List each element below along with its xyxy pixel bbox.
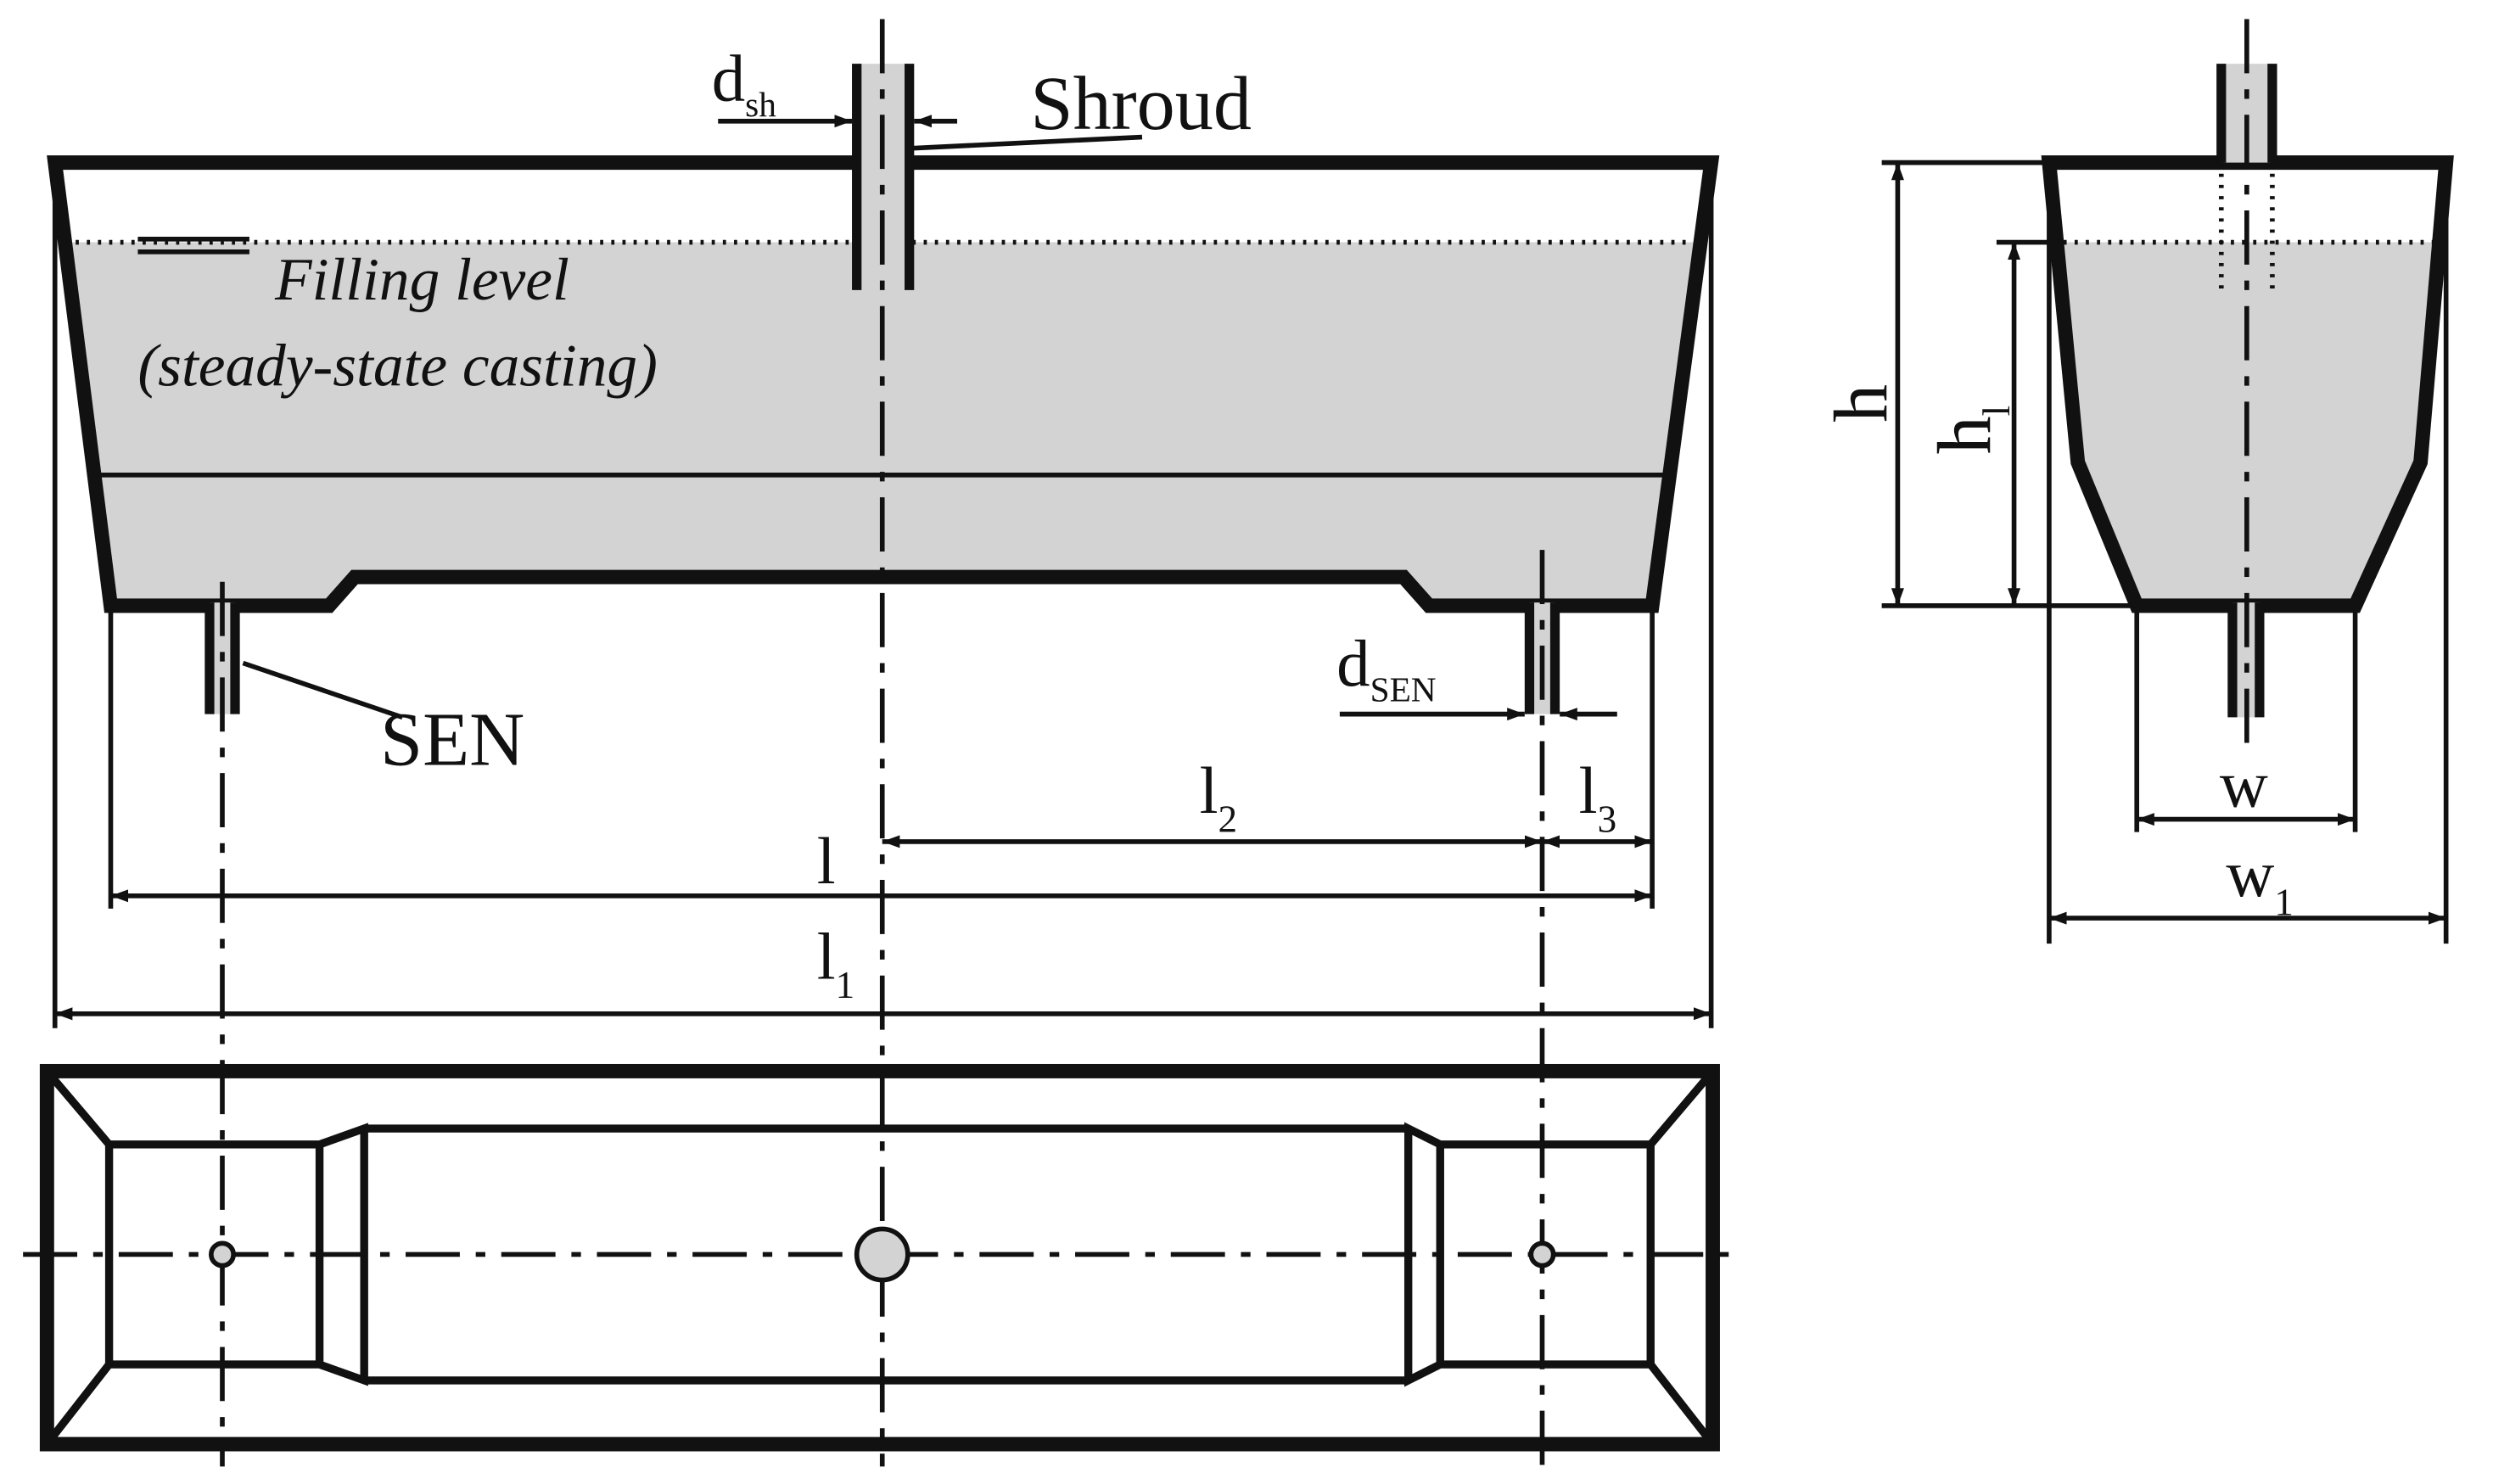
l-label: l — [817, 825, 836, 899]
sen-label: SEN — [380, 697, 524, 782]
hl-label: hl — [1922, 406, 2018, 455]
top-sen-right-circle — [1528, 1240, 1556, 1268]
top-sen-left-circle — [209, 1240, 236, 1268]
steady-state-label: (steady-state casting) — [137, 333, 657, 400]
top-shroud-circle — [854, 1226, 910, 1283]
top-view — [23, 1063, 1739, 1452]
side-view: h hl w w1 — [1818, 19, 2454, 944]
l1-label: l1 — [817, 920, 854, 1006]
shroud-leader — [912, 134, 1143, 151]
w-label: w — [2220, 748, 2268, 822]
tundish-outline — [47, 155, 1720, 613]
side-outline — [2041, 155, 2454, 613]
w1-label: w1 — [2226, 837, 2294, 924]
sen-leader — [242, 660, 404, 720]
front-view: Shroud Filling level (steady-state casti… — [47, 19, 1720, 1467]
l3-label: l3 — [1579, 754, 1616, 841]
l2-label: l2 — [1200, 754, 1237, 841]
dsh-label: dsh — [712, 42, 777, 124]
h-label: h — [1818, 384, 1903, 423]
filling-level-label: Filling level — [274, 246, 569, 313]
top-outer — [39, 1063, 1720, 1452]
top-inner-right — [1403, 1068, 1717, 1447]
dsen-label: dSEN — [1336, 627, 1436, 709]
shroud-label: Shroud — [1030, 61, 1251, 146]
